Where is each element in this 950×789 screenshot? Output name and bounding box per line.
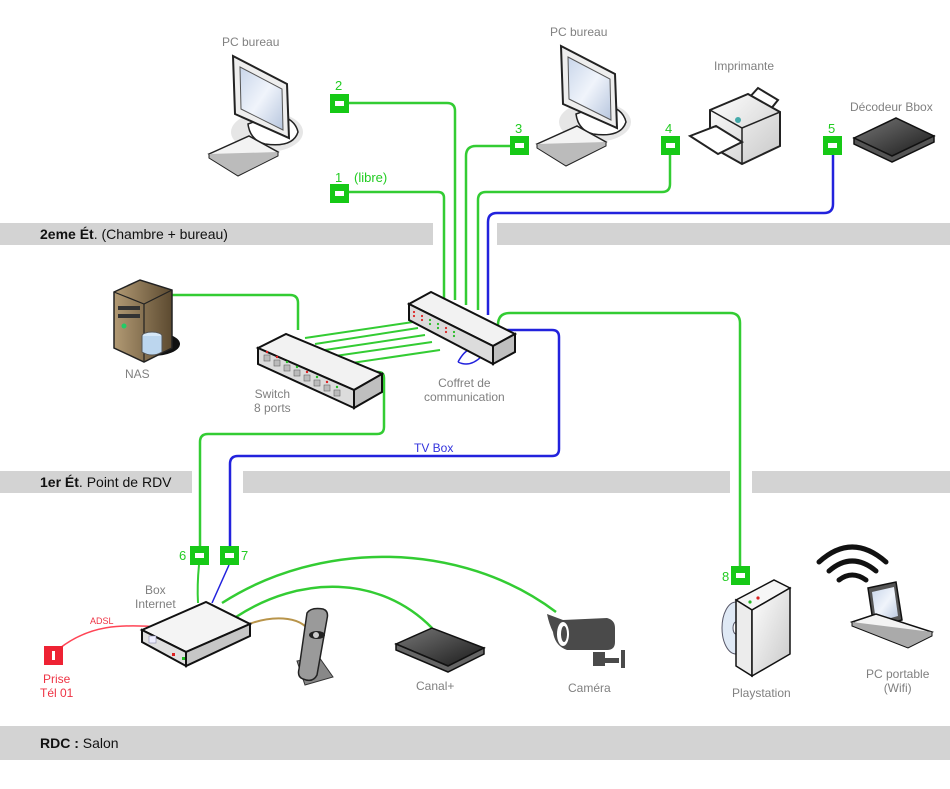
port-number-3: 3 [515,121,523,136]
wall-port-4[interactable] [661,136,680,155]
playstation-label: Playstation [732,686,791,700]
phone-socket-icon [44,646,63,665]
floor-label-1er: 1er Ét. Point de RDV [40,471,172,493]
switch-label-line1: Switch [254,387,291,401]
tv-box-cable-label: TV Box [414,441,454,455]
floor-label-bold: 1er Ét [40,474,79,490]
cable-box-camera [221,555,557,614]
floor-label-2eme: 2eme Ét. (Chambre + bureau) [40,223,228,245]
cable-coffret-playstation [496,311,742,568]
floor-label-rest: . (Chambre + bureau) [93,226,228,242]
laptop-label: PC portable (Wifi) [866,667,929,695]
printer-icon [687,86,781,166]
floor-band-2eme-left [0,223,433,245]
nas-label: NAS [125,367,150,381]
port-number-8: 8 [722,569,730,584]
wall-port-6[interactable] [190,546,209,565]
floor-band-1er-mid [243,471,730,493]
printer-label: Imprimante [714,59,775,73]
switch-label: Switch 8 ports [254,387,291,415]
cable-box-canal [235,585,433,629]
wall-port-5[interactable] [823,136,842,155]
coffret-communication-icon [406,290,518,366]
pc-bureau-1-label: PC bureau [222,35,280,49]
playstation-icon [721,579,792,678]
decoder-bbox-icon [852,117,936,163]
coffret-label-line2: communication [424,390,505,404]
cable-nas-switch [172,293,300,330]
port-number-1: 1 [335,170,343,185]
prise-label-line1: Prise [43,672,71,686]
ethernet-cables-2eme [349,101,672,310]
floor-label-rest: . Point de RDV [78,474,172,490]
cable-port-3 [464,144,510,305]
decoder-bbox-label: Décodeur Bbox [850,100,933,114]
cable-bundle-switch-coffret [304,321,441,365]
port-number-5: 5 [828,121,836,136]
prise-label-line2: Tél 01 [40,686,74,700]
pc-bureau-2-label: PC bureau [550,25,608,39]
cable-port-4 [476,154,672,310]
laptop-label-line1: PC portable [866,667,930,681]
cable-port-5-tv [486,154,835,315]
box-internet-label: Box Internet [135,583,176,611]
wall-port-8[interactable] [731,566,750,585]
phone-icon [296,607,334,686]
phone-socket-label: Prise Tél 01 [40,672,73,700]
cable-port-7-box [211,564,230,604]
cable-port-6-box [196,564,200,604]
wall-port-1[interactable] [330,184,349,203]
cable-adsl [59,625,161,649]
floor-band-2eme-right [497,223,950,245]
port-number-6: 6 [179,548,187,563]
laptop-label-line2: (Wifi) [883,681,912,695]
camera-label: Caméra [568,681,611,695]
switch-icon [255,332,385,410]
box-label-line1: Box [145,583,166,597]
coffret-label: Coffret de communication [424,376,505,404]
cable-port-1 [349,190,446,300]
box-label-line2: Internet [135,597,176,611]
wall-port-2[interactable] [330,94,349,113]
port-number-2: 2 [335,78,343,93]
wifi-icon [816,544,889,583]
adsl-cable-label: ADSL [90,616,114,626]
wall-port-3[interactable] [510,136,529,155]
canal-plus-label: Canal+ [416,679,455,693]
floor-label-rdc: RDC : Salon [40,732,119,754]
coffret-label-line1: Coffret de [438,376,491,390]
floor-band-1er-right [752,471,950,493]
floor-band-rdc [0,726,950,760]
wall-port-7[interactable] [220,546,239,565]
camera-icon [547,614,625,668]
switch-label-line2: 8 ports [254,401,291,415]
cable-box-phone [243,617,311,633]
pc-bureau-icon [207,54,303,177]
cable-port-2 [349,101,457,300]
pc-bureau-icon [535,44,631,167]
floor-label-rest: Salon [78,735,119,751]
nas-server-icon [113,279,180,363]
box-internet-icon [139,600,253,668]
port-note-1: (libre) [354,170,388,185]
port-number-7: 7 [241,548,249,563]
port-number-4: 4 [665,121,673,136]
floor-label-bold: 2eme Ét [40,226,94,242]
laptop-icon [849,581,934,649]
floor-band-1er-left [0,471,192,493]
canal-plus-decoder-icon [394,627,486,673]
floor-label-bold: RDC : [40,735,79,751]
